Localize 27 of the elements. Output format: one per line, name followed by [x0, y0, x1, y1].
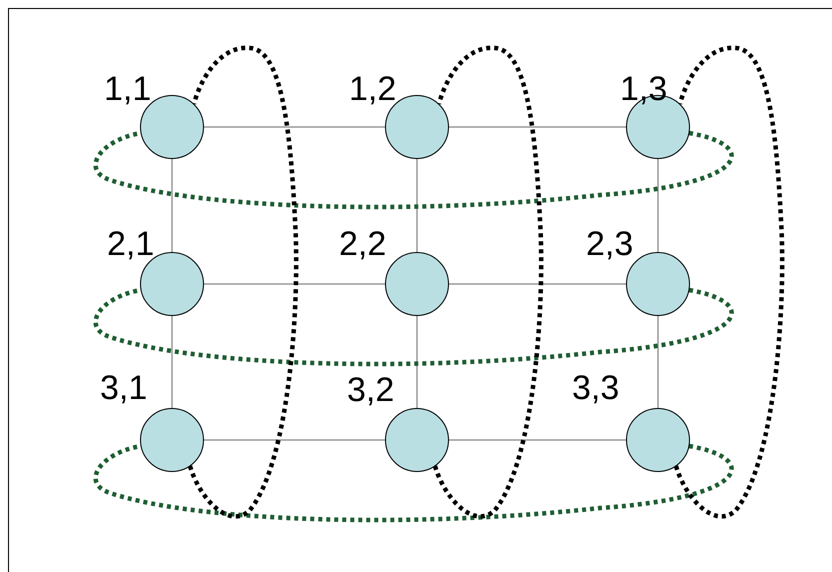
node-label: 2,3: [586, 226, 634, 262]
connector-line: [416, 159, 418, 252]
dotted-line: [188, 46, 298, 518]
connector-line: [657, 159, 659, 252]
node-label: 2,2: [339, 226, 386, 262]
dotted-line: [94, 130, 734, 210]
dotted-line: [674, 46, 784, 518]
node-label: 3,2: [347, 372, 394, 408]
dotted-line: [432, 46, 544, 518]
node-label: 1,2: [349, 71, 396, 107]
node-label: 1,3: [620, 71, 668, 107]
connector-line: [416, 316, 418, 408]
connector-line: [449, 283, 626, 285]
connector-line: [171, 159, 173, 252]
node-label: 3,1: [100, 370, 148, 406]
connector-line: [449, 439, 626, 441]
connector-line: [657, 316, 659, 408]
node-label: 2,1: [107, 226, 154, 262]
connector-line: [449, 126, 626, 128]
connector-line: [171, 316, 173, 408]
dotted-line: [94, 288, 734, 366]
connector-line: [204, 126, 385, 128]
connector-line: [204, 439, 385, 441]
node-label: 1,1: [104, 71, 152, 107]
dotted-line: [94, 444, 734, 522]
node-label: 3,3: [572, 370, 620, 406]
connector-line: [204, 283, 385, 285]
